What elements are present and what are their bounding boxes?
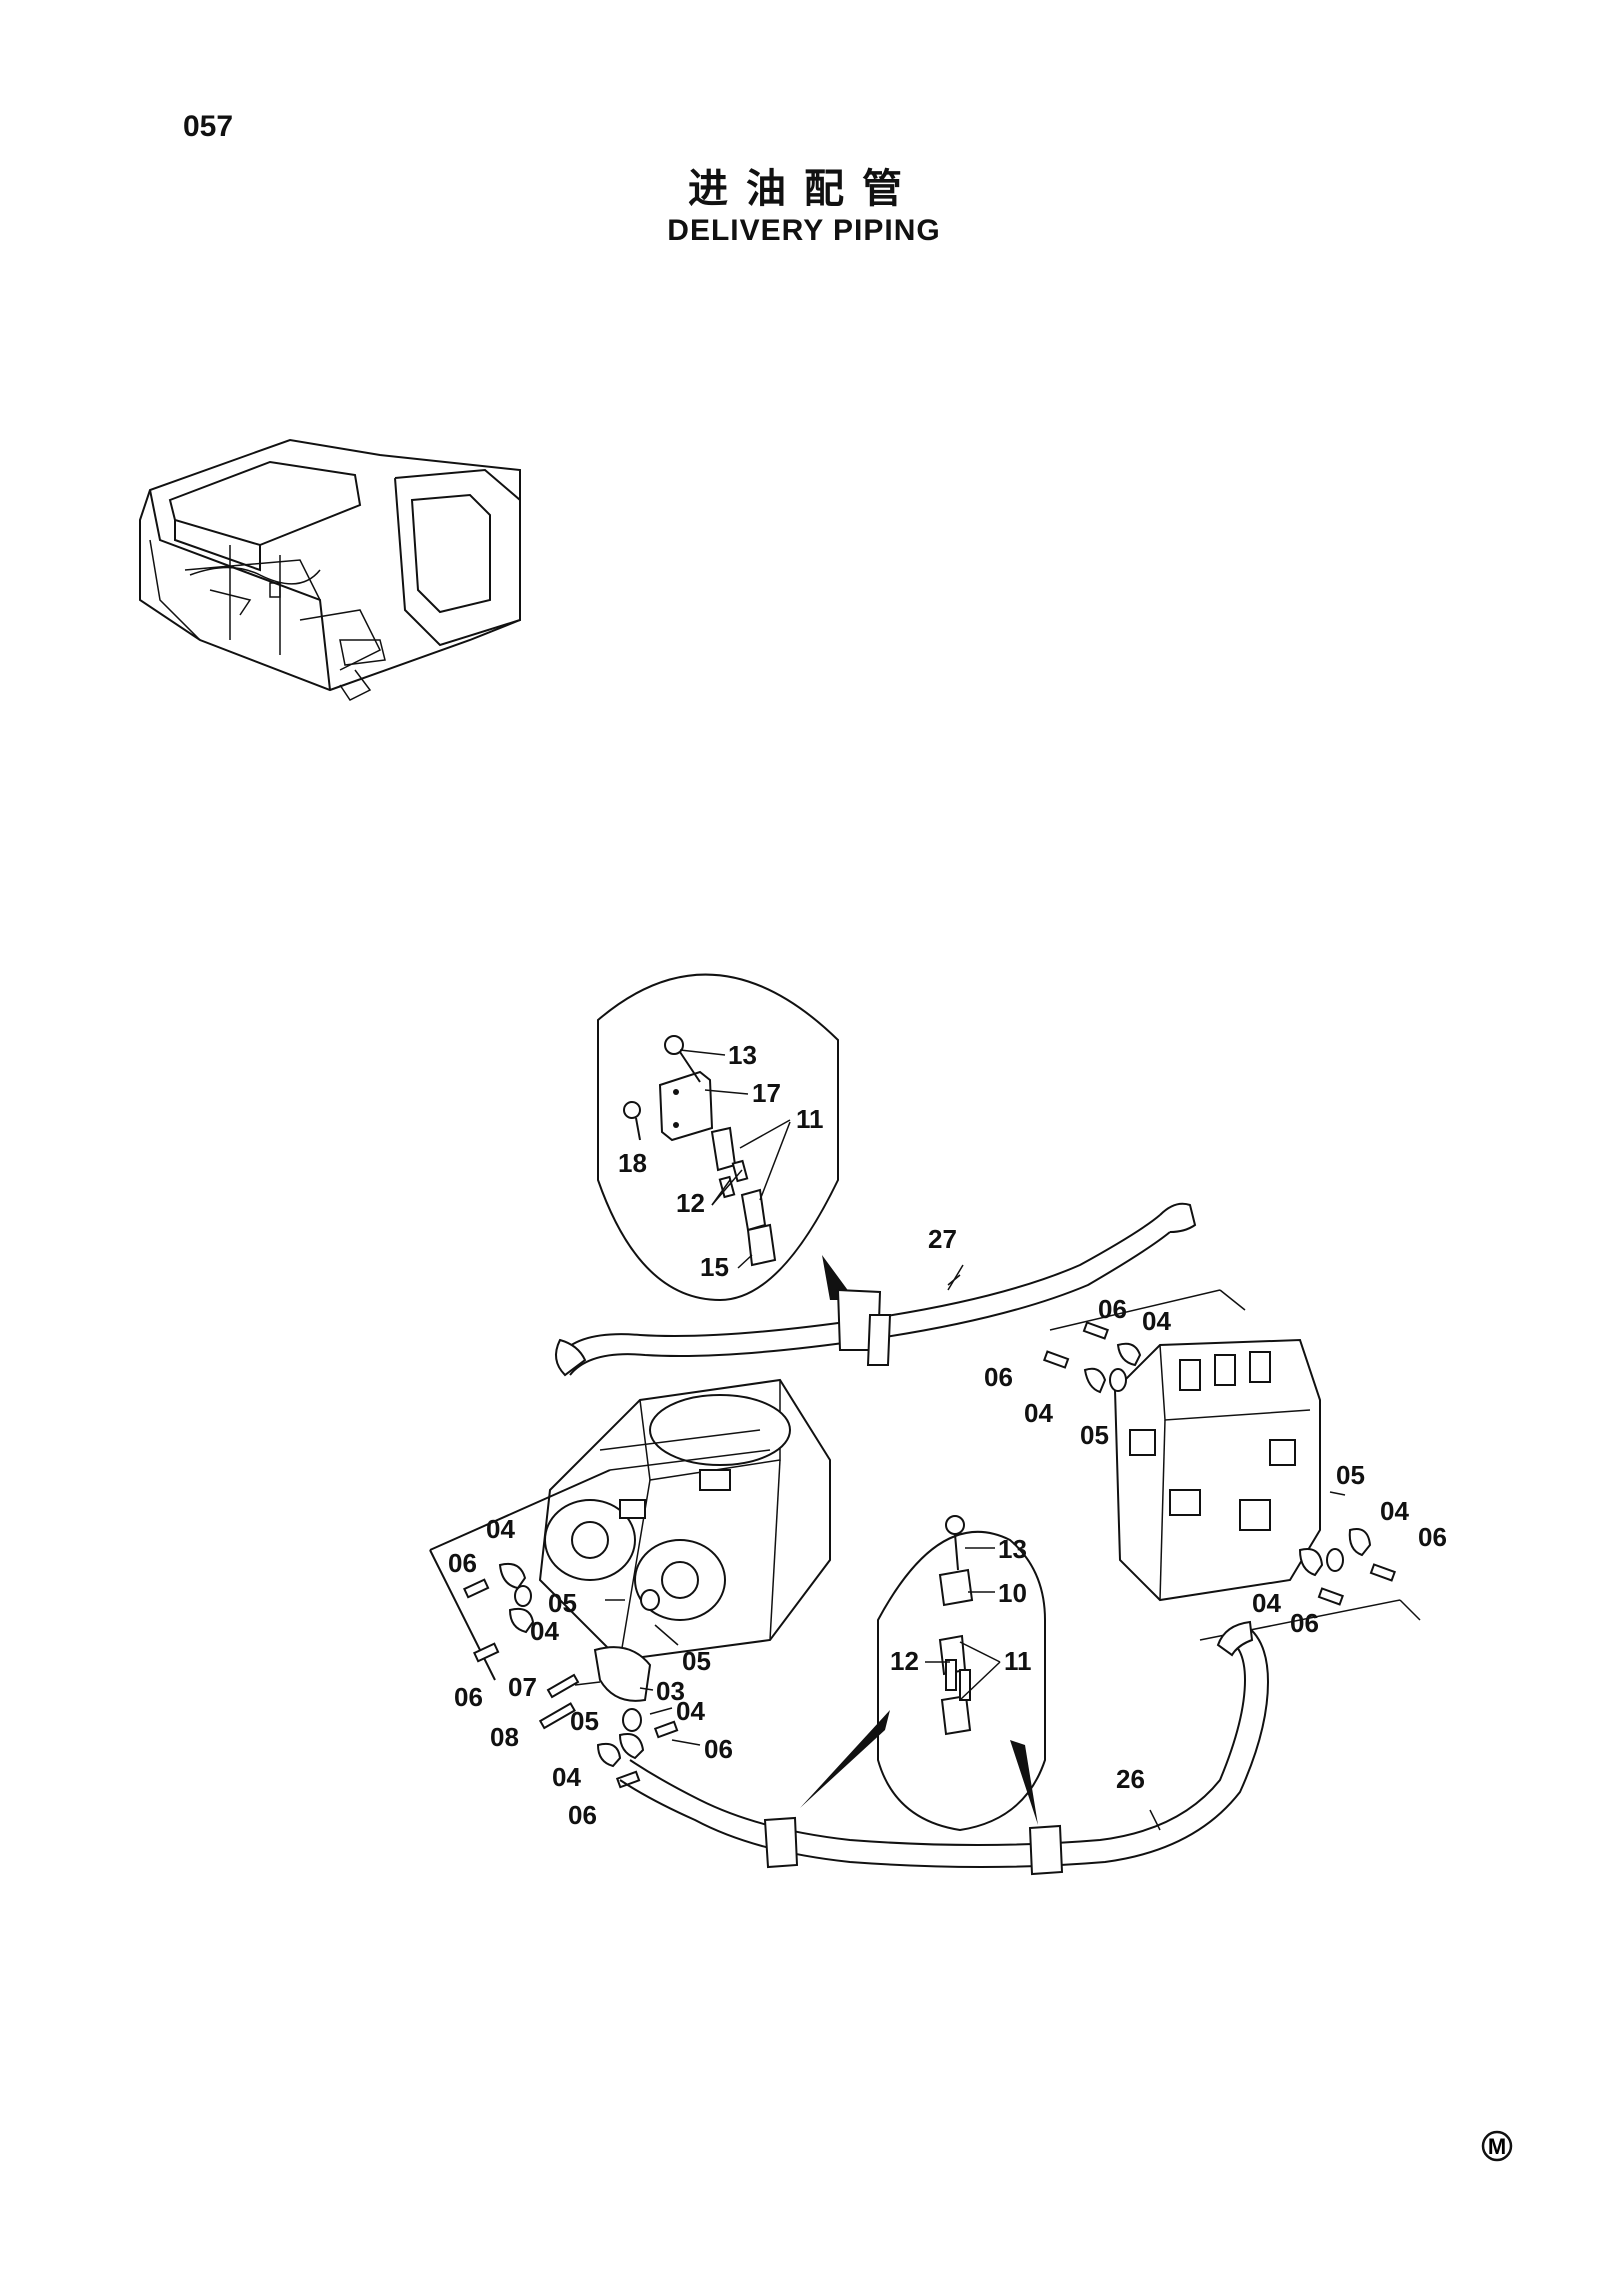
callout-04: 04 (1142, 1306, 1171, 1336)
callout-18: 18 (618, 1148, 647, 1178)
callout-04: 04 (530, 1616, 559, 1646)
model-mark-letter: M (1488, 2134, 1506, 2159)
callout-06: 06 (1418, 1522, 1447, 1552)
callout-05: 05 (1080, 1420, 1109, 1450)
detail-bubble-upper (597, 973, 855, 1302)
control-valve-block (1049, 1289, 1421, 1641)
callout-06: 06 (1290, 1608, 1319, 1638)
callout-05: 05 (570, 1706, 599, 1736)
callout-06: 06 (568, 1800, 597, 1830)
title-english: DELIVERY PIPING (667, 214, 941, 247)
leader-lines (574, 1049, 1346, 1831)
callout-13: 13 (728, 1040, 757, 1070)
callout-11: 11 (1004, 1646, 1032, 1676)
callout-05: 05 (682, 1646, 711, 1676)
callouts-upper-detail: 13 17 18 11 12 15 (618, 1040, 824, 1282)
callouts-pump-side: 04 06 05 04 06 05 07 03 05 04 08 06 04 0… (448, 1514, 733, 1830)
callout-11: 11 (796, 1104, 824, 1134)
title-chinese: 进油配管 (688, 166, 920, 212)
callout-15: 15 (700, 1252, 729, 1282)
callouts-valve-side: 06 04 06 04 05 05 04 06 04 06 (984, 1294, 1447, 1638)
callout-17: 17 (752, 1078, 781, 1108)
detail-bubble-lower (800, 1515, 1046, 1832)
callout-05: 05 (548, 1588, 577, 1618)
callout-06: 06 (454, 1682, 483, 1712)
hydraulic-pump-assembly (429, 1378, 831, 1681)
valve-side-fittings (1043, 1321, 1396, 1606)
callout-04: 04 (676, 1696, 705, 1726)
pump-side-fittings (463, 1562, 679, 1789)
callout-04: 04 (552, 1762, 581, 1792)
callout-04: 04 (1380, 1496, 1409, 1526)
callout-pipe-27: 27 (928, 1224, 957, 1254)
model-mark-symbol: M (1481, 2130, 1513, 2162)
callout-06: 06 (1098, 1294, 1127, 1324)
callout-06: 06 (984, 1362, 1013, 1392)
callout-04: 04 (486, 1514, 515, 1544)
callout-04: 04 (1024, 1398, 1053, 1428)
callout-03: 03 (656, 1676, 685, 1706)
callouts-lower-detail: 13 10 12 11 (890, 1534, 1032, 1676)
callout-07: 07 (508, 1672, 537, 1702)
callout-13: 13 (998, 1534, 1027, 1564)
delivery-pipe-27 (555, 1202, 1197, 1377)
callout-12: 12 (890, 1646, 919, 1676)
delivery-pipe-26 (619, 1620, 1270, 1876)
callout-05: 05 (1336, 1460, 1365, 1490)
callout-06: 06 (448, 1548, 477, 1578)
callout-12: 12 (676, 1188, 705, 1218)
excavator-overview-sketch (139, 438, 521, 701)
callout-10: 10 (998, 1578, 1027, 1608)
callout-08: 08 (490, 1722, 519, 1752)
callout-04: 04 (1252, 1588, 1281, 1618)
callout-06: 06 (704, 1734, 733, 1764)
callout-pipe-26: 26 (1116, 1764, 1145, 1794)
page-number: 057 (183, 110, 234, 143)
